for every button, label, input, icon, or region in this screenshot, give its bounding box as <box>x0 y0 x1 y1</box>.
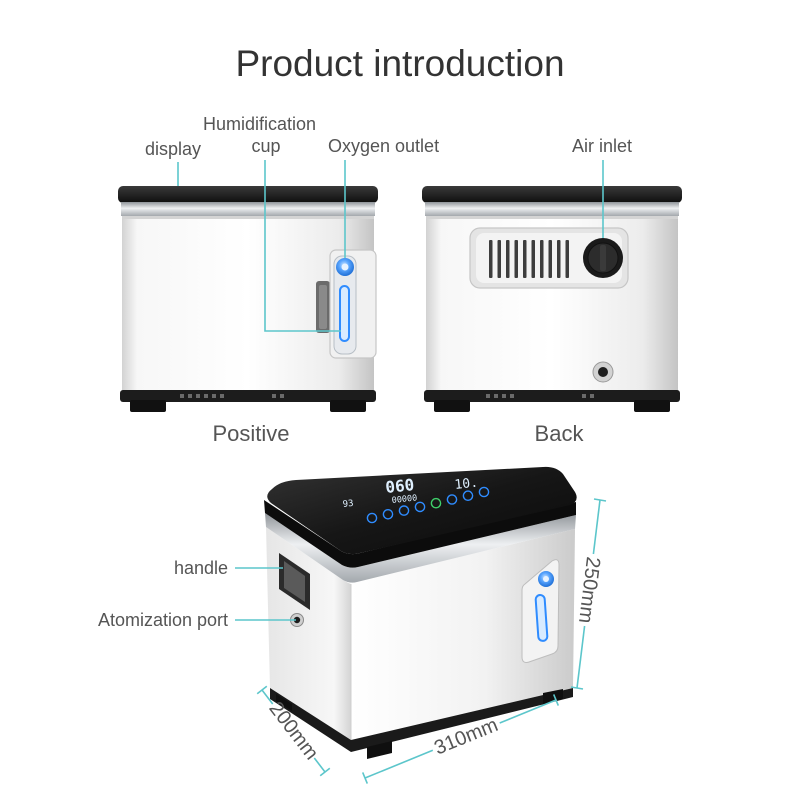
width-dimension-tick-left <box>361 772 369 784</box>
perspective-oxygen-outlet-center <box>543 576 549 582</box>
oxygen-outlet-label: Oxygen outlet <box>328 136 439 156</box>
display-button <box>366 512 378 524</box>
back-port-hole <box>598 367 608 377</box>
display-button <box>478 486 490 498</box>
front-view-caption: Positive <box>212 421 289 446</box>
display-button <box>446 494 458 505</box>
perspective-view: 060 10. 93 00000 <box>264 466 577 759</box>
perspective-front-face <box>351 529 575 740</box>
depth-dimension-line-bottom <box>313 757 326 773</box>
humidification-cup-label-line1: Humidification <box>203 114 316 134</box>
air-inlet-slots <box>489 240 569 278</box>
display-touch-buttons <box>366 486 490 524</box>
height-dimension-line-top <box>592 499 601 555</box>
front-unit-handle-inner <box>319 285 327 329</box>
depth-dimension-tick-top <box>256 685 268 695</box>
front-unit-body-shadow <box>122 216 374 219</box>
back-unit-base <box>424 390 680 402</box>
air-inlet-label: Air inlet <box>572 136 632 156</box>
depth-dimension-tick-bottom <box>319 767 331 777</box>
display-main-readout: 060 <box>384 475 415 497</box>
perspective-foot-front <box>367 741 392 759</box>
front-unit-base <box>120 390 376 402</box>
back-unit-foot-right <box>634 400 670 412</box>
height-dimension-label: 250mm <box>574 556 604 625</box>
oxygen-outlet-icon-center <box>341 263 349 271</box>
humidification-cup-leader-line <box>264 160 341 332</box>
front-unit-lid <box>118 186 378 203</box>
front-unit-vents <box>180 394 284 398</box>
front-unit-foot-left <box>130 400 166 412</box>
back-unit-silver-band <box>425 202 679 216</box>
perspective-foot-right <box>543 689 563 704</box>
humidification-cup-label-line2: cup <box>251 136 280 156</box>
air-inlet-knob-grip <box>600 245 606 271</box>
atomization-port-label: Atomization port <box>98 610 228 630</box>
back-unit-vents <box>486 394 594 398</box>
handle-inner <box>284 561 305 602</box>
atomization-port-hole <box>293 616 301 624</box>
display-left-readout: 93 <box>342 499 354 510</box>
width-dimension-tick-right <box>552 694 560 706</box>
depth-dimension-line-top <box>261 689 274 705</box>
device-display: 060 10. 93 00000 <box>342 475 490 524</box>
perspective-foot-left <box>276 694 292 711</box>
display-counter: 00000 <box>391 493 417 506</box>
display-right-readout: 10. <box>454 476 479 493</box>
handle-label: handle <box>174 558 228 578</box>
height-dimension: 250mm <box>570 498 607 690</box>
display-label: display <box>145 139 201 159</box>
back-unit-body-shadow <box>426 216 678 219</box>
humidification-water-tube <box>339 285 350 342</box>
front-view <box>118 186 378 412</box>
height-dimension-tick-top <box>593 498 607 502</box>
display-button <box>462 490 474 502</box>
width-dimension-line-left <box>364 749 434 779</box>
page-title: Product introduction <box>235 43 564 84</box>
back-view-caption: Back <box>535 421 585 446</box>
display-button <box>414 501 426 513</box>
display-button <box>398 505 410 516</box>
height-dimension-tick-bottom <box>570 686 584 690</box>
width-dimension-line-right <box>499 699 557 724</box>
back-unit-lid <box>422 186 682 203</box>
front-unit-silver-band <box>121 202 375 216</box>
back-view <box>422 186 682 412</box>
perspective-water-tube <box>534 594 549 642</box>
front-unit-foot-right <box>330 400 366 412</box>
display-button <box>382 508 394 520</box>
height-dimension-line-bottom <box>576 625 586 689</box>
back-unit-foot-left <box>434 400 470 412</box>
display-power-button <box>430 497 442 509</box>
